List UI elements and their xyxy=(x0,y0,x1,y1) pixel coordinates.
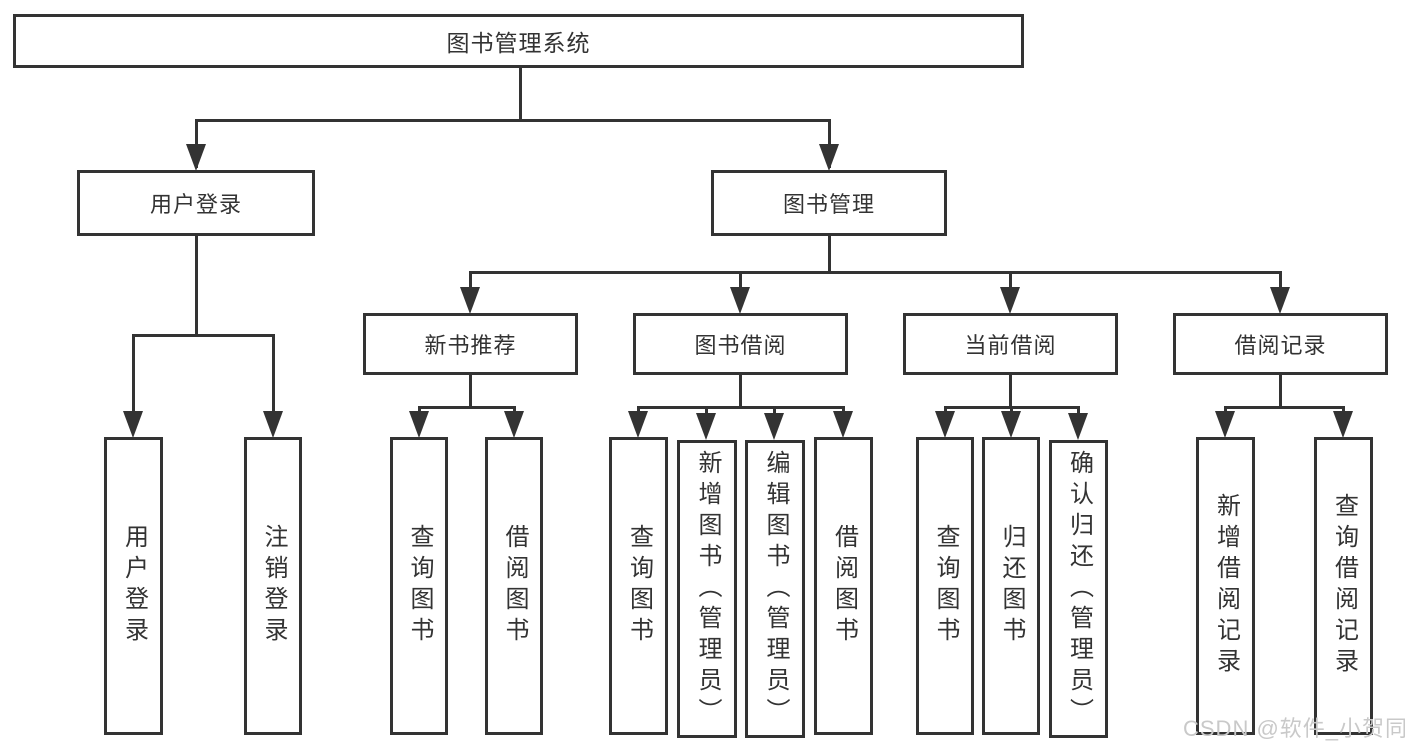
leaf-bb-borrow-books: 借阅图书 xyxy=(814,437,873,735)
node-user-login: 用户登录 xyxy=(77,170,315,236)
leaf-logout: 注销登录 xyxy=(244,437,302,735)
arrow-down-icon xyxy=(123,411,143,438)
connector-line xyxy=(1223,405,1345,409)
arrow-down-icon xyxy=(1215,411,1235,438)
leaf-br-add-record: 新增借阅记录 xyxy=(1196,437,1255,735)
connector-line xyxy=(518,66,522,122)
connector-line xyxy=(1278,271,1282,295)
connector-line xyxy=(943,405,1080,409)
node-book-borrowing: 图书借阅 xyxy=(633,313,848,375)
connector-line xyxy=(194,234,198,337)
connector-line xyxy=(131,333,275,337)
connector-line xyxy=(468,270,1282,274)
node-borrowing-records: 借阅记录 xyxy=(1173,313,1388,375)
arrow-down-icon xyxy=(628,411,648,438)
arrow-down-icon xyxy=(730,287,750,314)
leaf-bb-query-books: 查询图书 xyxy=(609,437,668,735)
connector-line xyxy=(468,271,472,295)
arrow-down-icon xyxy=(1333,411,1353,438)
arrow-down-icon xyxy=(460,287,480,314)
connector-line xyxy=(772,406,776,418)
node-library-management-system: 图书管理系统 xyxy=(13,14,1024,68)
node-current-borrowing: 当前借阅 xyxy=(903,313,1118,375)
leaf-cb-return-books: 归还图书 xyxy=(982,437,1040,735)
leaf-bb-edit-books-admin: 编辑图书（管理员） xyxy=(745,440,805,738)
connector-line xyxy=(417,405,516,409)
connector-line xyxy=(271,334,275,420)
connector-line xyxy=(827,119,831,168)
arrow-down-icon xyxy=(833,411,853,438)
arrow-down-icon xyxy=(935,411,955,438)
arrow-down-icon xyxy=(504,411,524,438)
connector-line xyxy=(1008,373,1012,409)
arrow-down-icon xyxy=(263,411,283,438)
leaf-nb-query-books: 查询图书 xyxy=(390,437,448,735)
connector-line xyxy=(468,373,472,409)
connector-line xyxy=(131,334,135,420)
connector-line xyxy=(1278,373,1282,409)
node-book-management: 图书管理 xyxy=(711,170,947,236)
connector-line xyxy=(194,119,198,168)
arrow-down-icon xyxy=(819,144,839,171)
leaf-br-query-record: 查询借阅记录 xyxy=(1314,437,1373,735)
connector-line xyxy=(704,406,708,418)
connector-line xyxy=(738,271,742,295)
connector-line xyxy=(1076,406,1080,418)
connector-line xyxy=(738,373,742,409)
connector-line xyxy=(194,118,831,122)
arrow-down-icon xyxy=(1000,287,1020,314)
leaf-cb-confirm-return-admin: 确认归还（管理员） xyxy=(1049,440,1108,738)
arrow-down-icon xyxy=(1270,287,1290,314)
connector-line xyxy=(1008,271,1012,295)
leaf-nb-borrow-books: 借阅图书 xyxy=(485,437,543,735)
node-new-book-recommend: 新书推荐 xyxy=(363,313,578,375)
leaf-cb-query-books: 查询图书 xyxy=(916,437,974,735)
arrow-down-icon xyxy=(1068,413,1088,440)
leaf-bb-add-books-admin: 新增图书（管理员） xyxy=(677,440,737,738)
arrow-down-icon xyxy=(409,411,429,438)
connector-line xyxy=(636,405,845,409)
arrow-down-icon xyxy=(1001,411,1021,438)
leaf-user-login: 用户登录 xyxy=(104,437,163,735)
arrow-down-icon xyxy=(764,413,784,440)
connector-line xyxy=(827,234,831,274)
arrow-down-icon xyxy=(186,144,206,171)
arrow-down-icon xyxy=(696,413,716,440)
csdn-watermark: CSDN @软件_小贺同学 xyxy=(1183,716,1405,741)
